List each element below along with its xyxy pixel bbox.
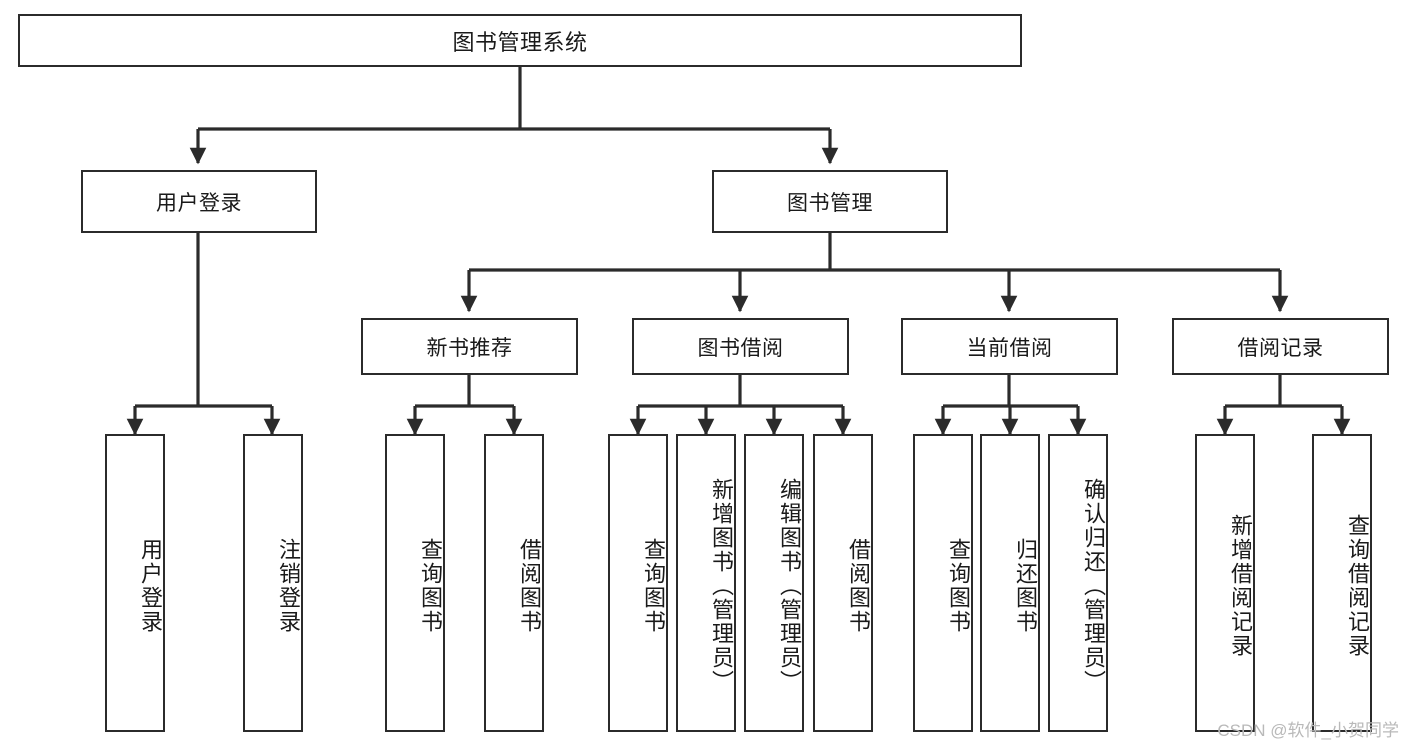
node-leaf-borrow-book-1-label: 借阅图书 [517,538,542,634]
node-leaf-edit-book[interactable]: 编辑图书（管理员） [744,434,804,732]
node-leaf-return-book-label: 归还图书 [1013,538,1038,634]
node-borrow-record[interactable]: 借阅记录 [1172,318,1389,375]
node-leaf-query-book-3[interactable]: 查询图书 [913,434,973,732]
node-leaf-query-book-1-label: 查询图书 [418,538,443,634]
node-leaf-add-record-label: 新增借阅记录 [1228,514,1253,658]
node-leaf-borrow-book-1[interactable]: 借阅图书 [484,434,544,732]
node-root-system[interactable]: 图书管理系统 [18,14,1022,67]
node-leaf-return-book[interactable]: 归还图书 [980,434,1040,732]
node-book-management[interactable]: 图书管理 [712,170,948,233]
node-leaf-query-book-2[interactable]: 查询图书 [608,434,668,732]
node-leaf-query-book-2-label: 查询图书 [641,538,666,634]
csdn-watermark: CSDN @软件_小贺同学 [1217,721,1399,740]
node-leaf-add-book-label: 新增图书（管理员） [709,478,734,694]
node-leaf-query-book-1[interactable]: 查询图书 [385,434,445,732]
node-leaf-user-logout[interactable]: 注销登录 [243,434,303,732]
node-leaf-borrow-book-2-label: 借阅图书 [846,538,871,634]
node-leaf-user-login-label: 用户登录 [138,538,163,634]
node-leaf-query-record-label: 查询借阅记录 [1345,514,1370,658]
node-leaf-add-record[interactable]: 新增借阅记录 [1195,434,1255,732]
node-leaf-confirm-return-label: 确认归还（管理员） [1081,478,1106,694]
node-new-book-recommend[interactable]: 新书推荐 [361,318,578,375]
node-user-login[interactable]: 用户登录 [81,170,317,233]
node-leaf-user-logout-label: 注销登录 [276,538,301,634]
node-leaf-user-login[interactable]: 用户登录 [105,434,165,732]
node-leaf-confirm-return[interactable]: 确认归还（管理员） [1048,434,1108,732]
node-book-borrow[interactable]: 图书借阅 [632,318,849,375]
node-leaf-borrow-book-2[interactable]: 借阅图书 [813,434,873,732]
node-leaf-query-book-3-label: 查询图书 [946,538,971,634]
node-leaf-query-record[interactable]: 查询借阅记录 [1312,434,1372,732]
node-current-borrow[interactable]: 当前借阅 [901,318,1118,375]
node-leaf-edit-book-label: 编辑图书（管理员） [777,478,802,694]
node-leaf-add-book[interactable]: 新增图书（管理员） [676,434,736,732]
